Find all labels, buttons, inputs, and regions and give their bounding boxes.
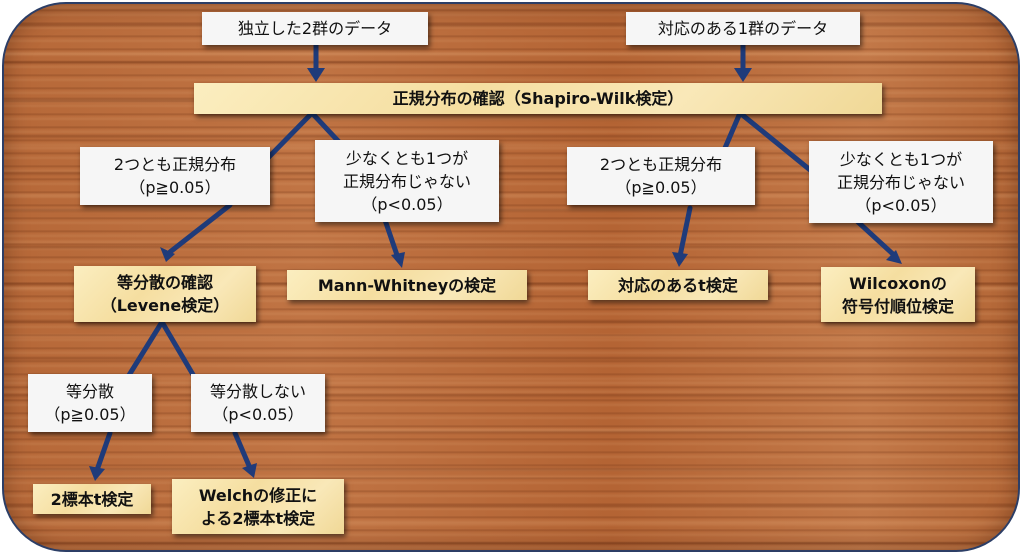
left-not-normal-line1: 少なくとも1つが <box>345 148 469 168</box>
right-both-normal-line1: 2つとも正規分布 <box>599 155 723 174</box>
mann-whitney-box: Mann-Whitneyの検定 <box>287 270 527 300</box>
levene-check-line2: （Levene検定） <box>100 296 230 315</box>
right-not-normal-line1: 少なくとも1つが <box>839 149 963 169</box>
independent-data-label: 独立した2群のデータ <box>237 19 393 38</box>
levene-check-line1: 等分散の確認 <box>116 273 213 292</box>
left-both-normal-box: 2つとも正規分布 （p≧0.05） <box>80 147 270 205</box>
unequal-var-line2: （p<0.05） <box>212 405 304 424</box>
left-not-normal-box: 少なくとも1つが 正規分布じゃない （p<0.05） <box>315 140 499 222</box>
levene-check-box: 等分散の確認 （Levene検定） <box>74 266 256 322</box>
right-not-normal-box: 少なくとも1つが 正規分布じゃない （p<0.05） <box>809 141 993 223</box>
left-both-normal-line1: 2つとも正規分布 <box>113 155 237 174</box>
equal-var-line1: 等分散 <box>65 382 114 401</box>
paired-t-box: 対応のあるt検定 <box>588 270 768 300</box>
welch-line1: Welchの修正に <box>198 485 318 505</box>
paired-data-label: 対応のある1群のデータ <box>657 19 829 38</box>
two-sample-t-label: 2標本t検定 <box>50 489 134 509</box>
equal-var-box: 等分散 （p≧0.05） <box>28 374 152 432</box>
paired-t-label: 対応のあるt検定 <box>618 275 738 295</box>
unequal-var-box: 等分散しない （p<0.05） <box>191 374 325 432</box>
paired-data-box: 対応のある1群のデータ <box>626 12 860 45</box>
unequal-var-line1: 等分散しない <box>209 382 306 401</box>
left-not-normal-line2: 正規分布じゃない <box>342 171 471 191</box>
wilcoxon-box: Wilcoxonの 符号付順位検定 <box>821 267 975 322</box>
left-both-normal-line2: （p≧0.05） <box>129 178 221 197</box>
wilcoxon-line2: 符号付順位検定 <box>841 296 954 316</box>
welch-line2: よる2標本t検定 <box>200 508 316 528</box>
equal-var-line2: （p≧0.05） <box>44 405 136 424</box>
independent-data-box: 独立した2群のデータ <box>202 12 428 45</box>
welch-box: Welchの修正に よる2標本t検定 <box>172 479 344 534</box>
right-not-normal-line3: （p<0.05） <box>855 195 947 215</box>
normality-check-label: 正規分布の確認（Shapiro-Wilk検定） <box>392 89 684 108</box>
normality-check-box: 正規分布の確認（Shapiro-Wilk検定） <box>194 83 882 114</box>
wilcoxon-line1: Wilcoxonの <box>849 273 947 293</box>
two-sample-t-box: 2標本t検定 <box>33 484 151 514</box>
right-not-normal-line2: 正規分布じゃない <box>836 172 965 192</box>
mann-whitney-label: Mann-Whitneyの検定 <box>317 275 497 295</box>
right-both-normal-line2: （p≧0.05） <box>615 178 707 197</box>
left-not-normal-line3: （p<0.05） <box>361 194 453 214</box>
right-both-normal-box: 2つとも正規分布 （p≧0.05） <box>567 147 755 205</box>
